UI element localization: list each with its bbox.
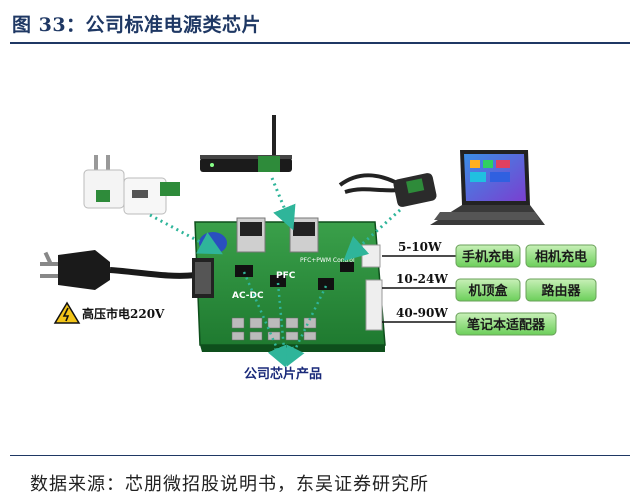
power-rating: 10-24W xyxy=(396,272,448,286)
pcb-board: PFC AC-DC PFC+PWM Control xyxy=(192,217,386,352)
board-label-pwm: PFC+PWM Control xyxy=(300,257,355,264)
board-label-acdc: AC-DC xyxy=(232,291,264,301)
router-icon xyxy=(200,115,292,172)
warning-icon xyxy=(53,301,81,324)
chip-products-label: 公司芯片产品 xyxy=(244,366,322,382)
mains-label: 高压市电220V xyxy=(82,306,165,321)
app-label: 相机充电 xyxy=(535,249,587,265)
app-button: 机顶盒 xyxy=(455,278,521,302)
figure-source: 数据来源：芯朋微招股说明书，东吴证券研究所 xyxy=(30,474,429,495)
charger-icon xyxy=(83,155,180,215)
laptop-icon xyxy=(430,150,545,225)
app-label: 路由器 xyxy=(541,283,581,299)
board-label-pfc: PFC xyxy=(276,271,296,281)
top-rule xyxy=(10,42,630,44)
output-lines xyxy=(382,255,458,323)
power-rating: 40-90W xyxy=(396,306,448,320)
bottom-rule xyxy=(10,455,630,456)
app-button: 笔记本适配器 xyxy=(455,312,557,336)
power-rating: 5-10W xyxy=(398,240,442,254)
app-button: 相机充电 xyxy=(525,244,597,268)
app-label: 手机充电 xyxy=(462,249,514,265)
chip-arrows xyxy=(242,271,328,368)
app-label: 机顶盒 xyxy=(468,283,508,299)
app-button: 手机充电 xyxy=(455,244,521,268)
mains-plug-icon xyxy=(40,250,196,290)
figure-title: 图 33：公司标准电源类芯片 xyxy=(12,14,262,36)
adapter-icon xyxy=(338,173,437,207)
device-arrows xyxy=(149,177,402,262)
app-button: 路由器 xyxy=(525,278,597,302)
app-label: 笔记本适配器 xyxy=(467,317,546,333)
power-chip-diagram: 高压市电220V xyxy=(40,115,597,382)
